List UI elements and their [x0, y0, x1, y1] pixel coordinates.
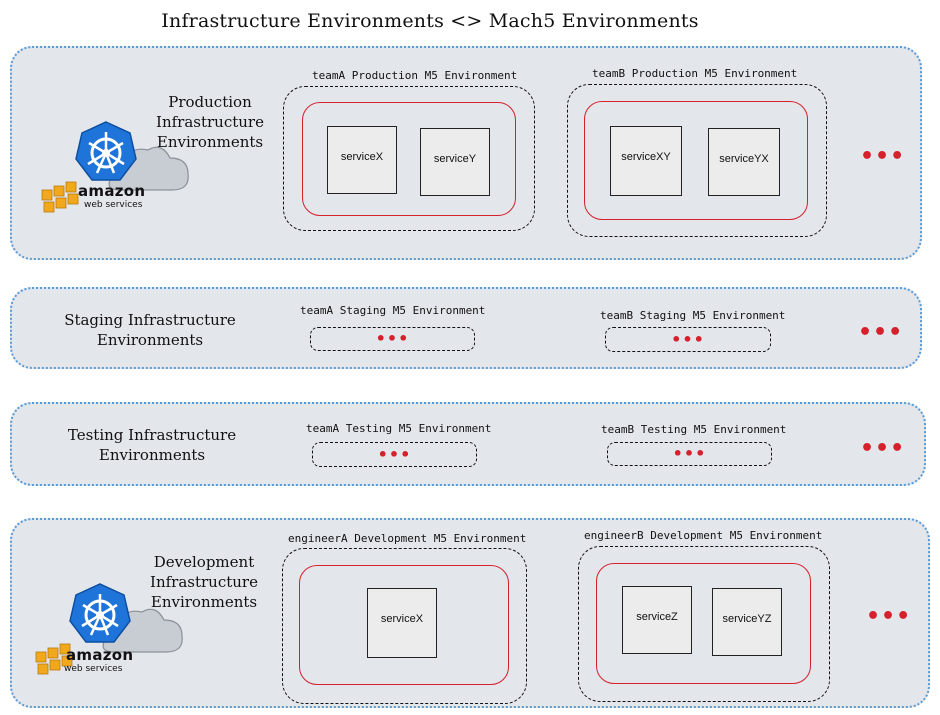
service-label: serviceZ — [636, 611, 678, 623]
diagram-title: Infrastructure Environments <> Mach5 Env… — [161, 10, 699, 32]
development-band-label: Development Infrastructure Environments — [124, 552, 284, 612]
service-label: serviceX — [340, 151, 384, 163]
env-label: engineerB Development M5 Environment — [584, 529, 823, 542]
env-label: teamB Staging M5 Environment — [600, 309, 786, 322]
env-label: engineerA Development M5 Environment — [288, 532, 527, 545]
env-label: teamA Testing M5 Environment — [306, 422, 492, 435]
more-services-indicator: ••• — [375, 329, 410, 348]
aws-cubes-icon — [35, 643, 73, 675]
more-services-indicator: ••• — [671, 329, 705, 349]
env-box — [567, 84, 827, 237]
kubernetes-icon — [75, 121, 137, 181]
aws-sub-text: web services — [64, 664, 123, 674]
env-label: teamB Production M5 Environment — [592, 67, 798, 80]
logo-graphic — [41, 121, 189, 213]
env-box-empty: ••• — [312, 442, 477, 467]
aws-cubes-icon — [41, 181, 79, 213]
service-label: serviceX — [380, 613, 424, 625]
env-box-empty: ••• — [310, 327, 475, 351]
testing-band-label: Testing Infrastructure Environments — [52, 425, 252, 465]
service-box: serviceX — [367, 588, 437, 658]
development-label-line-1: Development — [153, 553, 255, 571]
env-box — [578, 546, 830, 702]
more-environments-indicator: ••• — [866, 604, 912, 629]
more-environments-indicator: ••• — [858, 320, 904, 345]
more-environments-indicator: ••• — [860, 436, 906, 461]
env-label: teamA Production M5 Environment — [312, 69, 518, 82]
env-box — [283, 86, 535, 231]
service-box: serviceY — [420, 128, 490, 196]
service-label: serviceXY — [621, 151, 671, 163]
cluster-box — [302, 102, 516, 216]
development-label-line-3: Environments — [150, 593, 258, 611]
aws-kubernetes-logo: amazon web services — [38, 120, 198, 215]
service-box: serviceYX — [708, 128, 780, 196]
service-label: serviceY — [433, 153, 477, 165]
aws-brand-text: amazon — [78, 182, 146, 200]
more-environments-indicator: ••• — [860, 144, 906, 169]
production-label-line-3: Environments — [156, 133, 264, 151]
env-box — [282, 548, 527, 704]
service-label: serviceYZ — [722, 613, 772, 625]
cluster-box — [299, 565, 509, 685]
service-box: serviceYZ — [712, 588, 782, 656]
service-box: serviceXY — [610, 126, 682, 196]
env-label: teamB Testing M5 Environment — [601, 423, 787, 436]
cluster-box — [584, 101, 808, 220]
env-label: teamA Staging M5 Environment — [300, 304, 486, 317]
service-box: serviceX — [327, 126, 397, 194]
service-label: serviceYX — [719, 153, 769, 165]
aws-kubernetes-logo: amazon web services — [32, 582, 192, 677]
service-box: serviceZ — [622, 586, 692, 654]
testing-band — [10, 402, 926, 486]
staging-band-label: Staging Infrastructure Environments — [50, 310, 250, 350]
more-services-indicator: ••• — [377, 444, 412, 464]
testing-label-line-2: Environments — [98, 446, 206, 464]
staging-label-line-2: Environments — [96, 331, 204, 349]
aws-brand-text: amazon — [66, 646, 134, 664]
testing-label-line-1: Testing Infrastructure — [67, 426, 237, 444]
development-label-line-2: Infrastructure — [150, 573, 258, 591]
staging-band — [10, 287, 922, 369]
kubernetes-icon — [69, 583, 131, 643]
staging-label-line-1: Staging Infrastructure — [64, 311, 236, 329]
production-label-line-2: Infrastructure — [156, 113, 264, 131]
production-label-line-1: Production — [168, 93, 252, 111]
cluster-box — [596, 563, 811, 684]
aws-sub-text: web services — [84, 200, 143, 210]
logo-graphic — [35, 583, 183, 675]
production-band-label: Production Infrastructure Environments — [140, 92, 280, 152]
more-services-indicator: ••• — [672, 444, 707, 463]
env-box-empty: ••• — [607, 442, 772, 466]
env-box-empty: ••• — [605, 327, 771, 352]
